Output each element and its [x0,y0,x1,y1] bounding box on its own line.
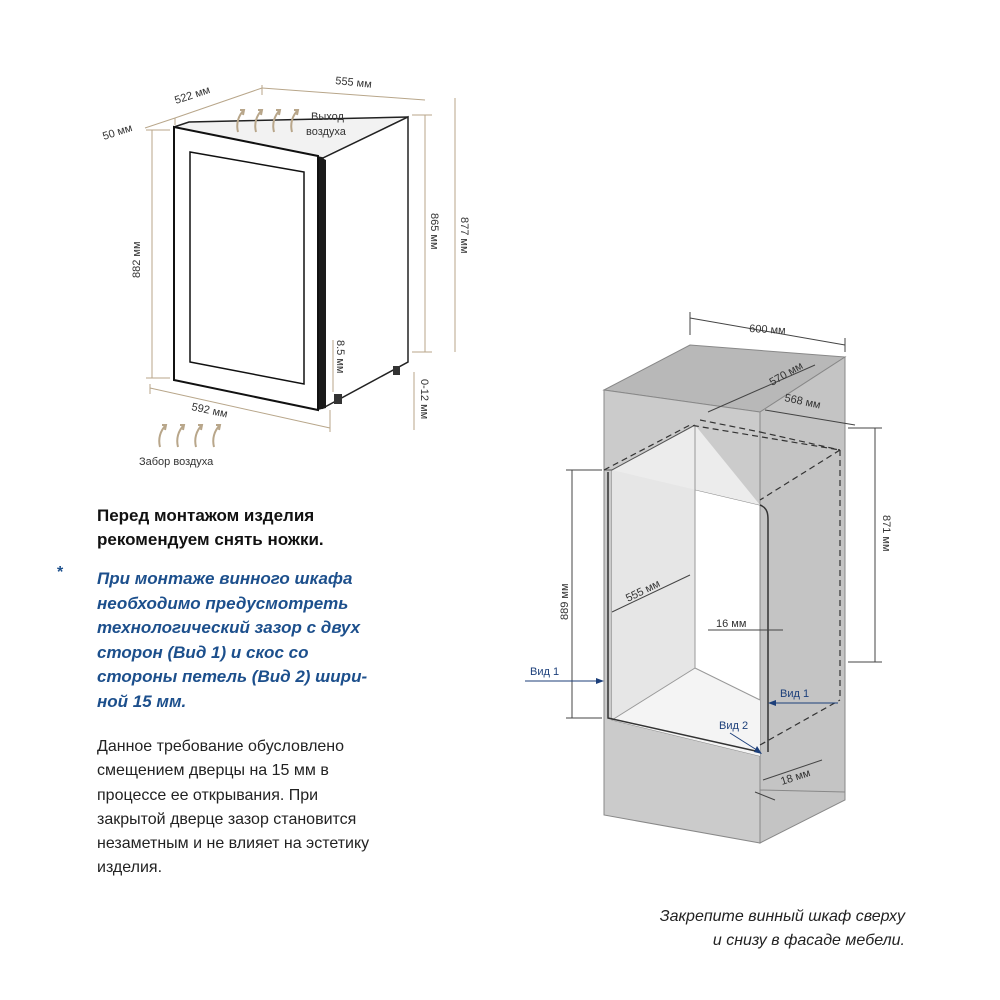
explain-line: процессе ее открывания. При [97,786,319,804]
view1-left-label: Вид 1 [530,666,559,678]
view2-label: Вид 2 [719,720,748,732]
note-line: стороны петель (Вид 2) шири- [97,667,368,686]
air-out-label-2: воздуха [306,126,347,138]
fix-line: и снизу в фасаде мебели. [712,932,905,949]
dim-width-top: 555 мм [335,75,373,91]
cabinet-door-edge [318,156,326,410]
explanation-text: Данное требование обусловлено смещением … [97,735,457,881]
niche-inner-floor [612,668,760,756]
niche-inner-left [612,425,760,505]
dim-height-total: 877 мм [458,217,470,254]
niche-dim-height-right: 871 мм [880,515,892,552]
air-out-arrows [236,109,300,133]
cabinet-glass [189,151,305,385]
niche-dim-width-top: 600 мм [749,323,786,337]
cabinet-leg [393,366,400,375]
cabinet-dimensions [144,85,456,432]
note-line: сторон (Вид 1) и скос со [97,642,309,662]
niche-dimensions [566,312,882,801]
installation-note: При монтаже винного шкафа необходимо пре… [97,567,437,714]
note-line: ной 15 мм. [97,691,187,711]
niche-dim-height-left: 889 мм [559,583,571,620]
fixing-instruction: Закрепите винный шкаф сверху и снизу в ф… [560,905,905,953]
dim-leg-gap: 8.5 мм [334,340,346,373]
fix-line: Закрепите винный шкаф сверху [659,908,905,925]
view1-right-label: Вид 1 [780,688,809,700]
explain-line: закрытой дверце зазор становится [97,810,357,828]
air-out-label: Выход [311,111,344,123]
view-markers [525,678,838,754]
wine-cabinet-drawing [173,115,409,412]
note-line: При монтаже винного шкафа [97,569,353,588]
note-line: необходимо предусмотреть [97,593,349,613]
cabinet-leg [334,394,342,404]
dim-depth-door: 50 мм [101,122,134,143]
install-heading: Перед монтажом изделия рекомендуем снять… [97,504,437,552]
heading-line: Перед монтажом изделия [97,506,315,525]
explain-line: смещением дверцы на 15 мм в [97,762,329,780]
niche-dim-side: 16 мм [716,618,746,630]
heading-line: рекомендуем снять ножки. [97,530,324,549]
dim-height-front: 882 мм [131,241,143,278]
dim-depth-body: 522 мм [173,84,211,107]
note-line: технологический зазор с двух [97,618,361,637]
dim-leg-adjust: 0-12 мм [418,379,430,419]
explain-line: Данное требование обусловлено [97,738,345,755]
air-in-label: Забор воздуха [139,456,214,468]
dim-height-body: 865 мм [428,213,440,250]
niche-back-wall [612,425,695,720]
asterisk-mark: * [57,564,64,581]
explain-line: незаметным и не влияет на эстетику [97,835,370,853]
niche-drawing [602,344,847,844]
air-in-arrows [158,424,222,448]
explain-line: изделия. [97,859,163,877]
